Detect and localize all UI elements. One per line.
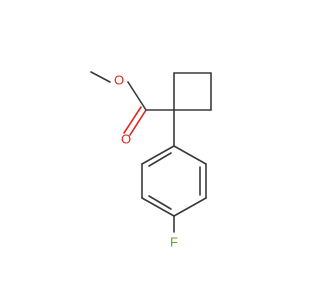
aromatic-bond-6 [141, 145, 175, 165]
methyl-bond [90, 71, 111, 83]
ester-oxygen-label: O [114, 72, 124, 87]
fluorine-label: F [170, 234, 178, 249]
aromatic-bond-3 [173, 197, 207, 217]
aromatic-inner-bond-3 [148, 152, 172, 167]
carbonyl-oxygen-label: O [121, 131, 131, 146]
aromatic-inner-bond-2 [148, 195, 172, 210]
chemical-structure-diagram: O O F [90, 71, 212, 249]
aromatic-bond-1 [173, 145, 207, 165]
aromatic-bond-4 [141, 197, 175, 217]
carbonyl-double-bond-line-2 [123, 106, 142, 134]
ester-oxygen-to-carbonyl-bond [127, 81, 147, 111]
carbonyl-double-bond-line-1 [129, 109, 147, 136]
